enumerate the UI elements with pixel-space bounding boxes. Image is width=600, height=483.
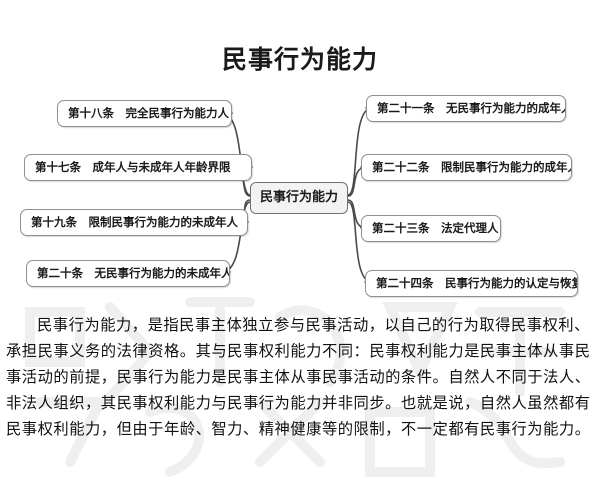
- watermark-shapes: [25, 297, 565, 477]
- page-title: 民事行为能力: [221, 45, 378, 74]
- connector-right-1: [347, 107, 373, 196]
- node-article-17: 第十七条 成年人与未成年人年龄界限: [24, 154, 252, 181]
- watermark-pattern: [0, 292, 600, 483]
- node-article-22: 第二十二条 限制民事行为能力的成年人: [361, 154, 572, 181]
- node-article-20: 第二十条 无民事行为能力的未成年人: [26, 260, 230, 287]
- node-article-21: 第二十一条 无民事行为能力的成年人: [366, 95, 566, 122]
- mind-map: 第十八条 完全民事行为能力人 第十七条 成年人与未成年人年龄界限 第十九条 限制…: [20, 95, 578, 297]
- node-article-18: 第十八条 完全民事行为能力人: [57, 100, 232, 127]
- body-paragraph: 民事行为能力，是指民事主体独立参与民事活动，以自己的行为取得民事权利、承担民事义…: [6, 316, 591, 438]
- node-article-24: 第二十四条 民事行为能力的认定与恢复: [365, 270, 578, 297]
- center-node: 民事行为能力: [250, 182, 348, 214]
- node-article-19: 第十九条 限制民事行为能力的未成年人: [20, 209, 248, 236]
- node-article-23: 第二十三条 法定代理人: [361, 215, 501, 242]
- connector-lines: [221, 107, 373, 283]
